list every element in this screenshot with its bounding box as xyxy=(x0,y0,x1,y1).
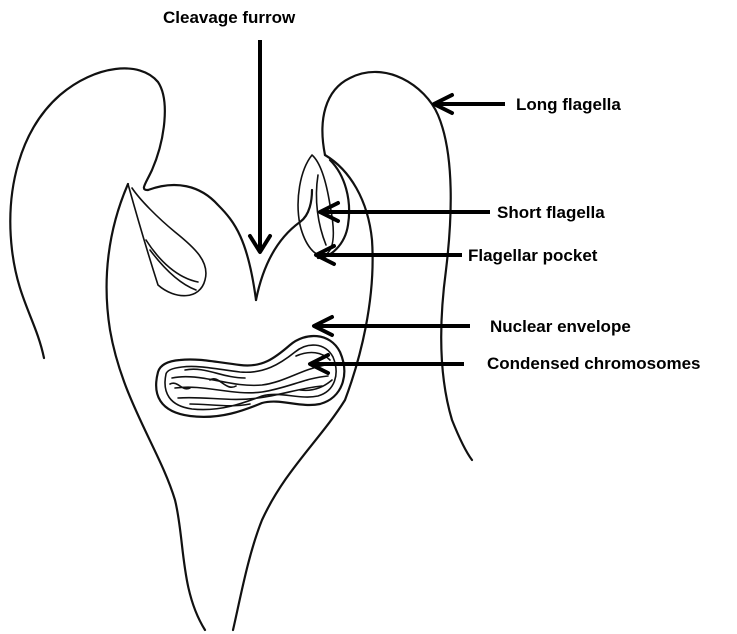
label-cleavage-furrow: Cleavage furrow xyxy=(163,8,296,27)
short-flagella-arrow xyxy=(320,203,490,221)
nucleus xyxy=(156,336,344,417)
long-flagella-arrow xyxy=(434,95,505,113)
cleavage-furrow-arrow xyxy=(250,40,270,252)
cell-body xyxy=(10,68,372,630)
label-flagellar-pocket: Flagellar pocket xyxy=(468,246,598,265)
cell-inner-edge-left xyxy=(107,184,205,630)
label-nuclear-envelope: Nuclear envelope xyxy=(490,317,631,336)
right-pocket-outline xyxy=(298,155,333,255)
nuclear-envelope-arrow xyxy=(314,317,470,335)
left-flagellar-pocket xyxy=(128,184,206,296)
right-flagellar-pocket xyxy=(298,155,333,255)
left-pocket-flagellum xyxy=(146,240,198,282)
furrow-left-edge xyxy=(148,185,256,300)
label-condensed-chromosomes: Condensed chromosomes xyxy=(487,354,701,373)
label-long-flagella: Long flagella xyxy=(516,95,621,114)
label-short-flagella: Short flagella xyxy=(497,203,605,222)
left-pocket-outline xyxy=(128,184,206,296)
right-lobe xyxy=(318,72,472,460)
cell-outer-edge-left xyxy=(10,68,164,358)
